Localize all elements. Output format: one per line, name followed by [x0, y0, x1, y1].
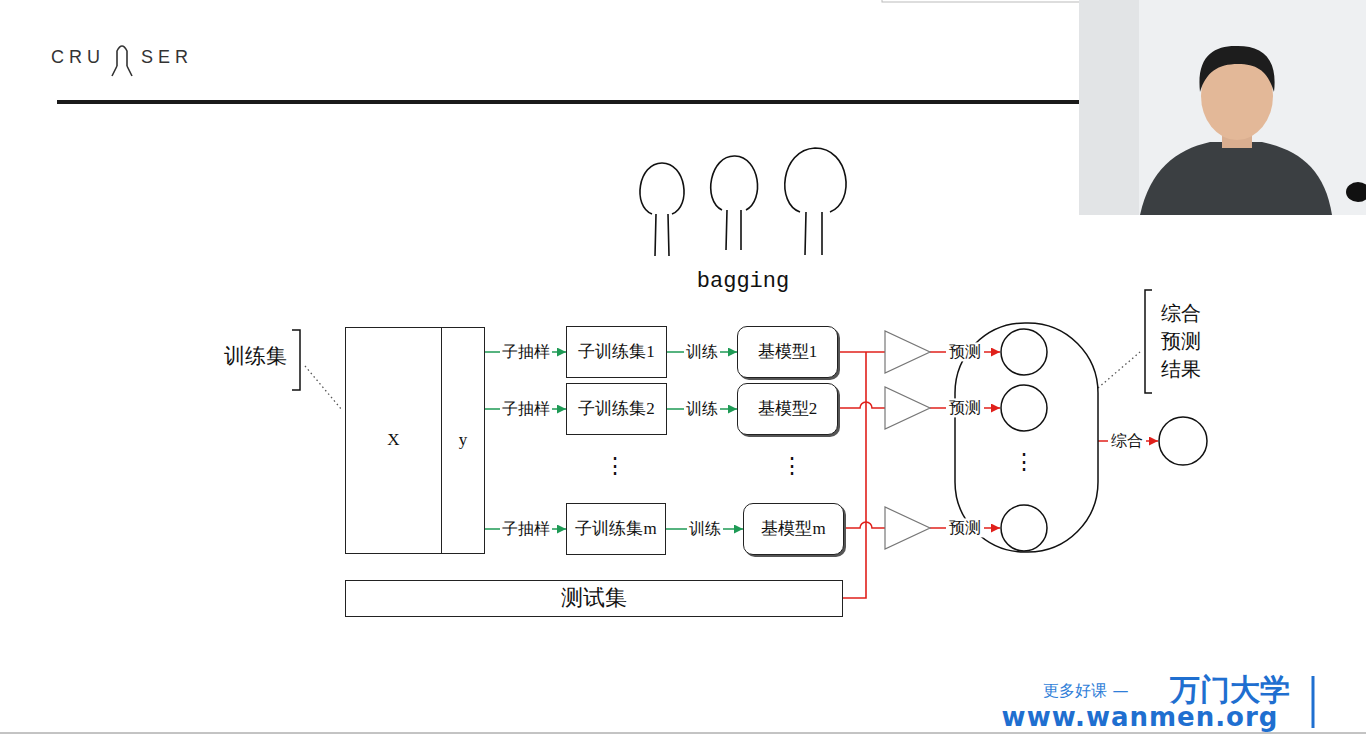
tree-doodles — [640, 148, 846, 256]
box-label: 测试集 — [561, 585, 627, 611]
box-label: 基模型1 — [758, 342, 818, 362]
base-model-box: 基模型m — [743, 503, 844, 555]
bracket-label: 综合预测结果 — [1161, 299, 1202, 383]
watermark: 更多好课 — — [1043, 681, 1128, 700]
matrix-column: y — [441, 328, 484, 553]
training-matrix: Xy — [345, 327, 485, 554]
edge-label: 训练 — [684, 342, 720, 361]
header-rule — [57, 100, 1080, 104]
edge-label: 训练 — [687, 519, 723, 538]
bracket — [292, 330, 300, 390]
box-label: 子训练集2 — [578, 399, 655, 419]
subset-box: 子训练集1 — [566, 326, 667, 378]
title-word: bagging — [697, 269, 789, 295]
bracket — [1145, 290, 1152, 393]
base-model-box: 基模型1 — [737, 326, 838, 378]
ellipsis: ⋮ — [1013, 449, 1035, 475]
bracket-label: 训练集 — [224, 344, 287, 369]
bottom-rule — [0, 733, 1366, 734]
box-label: 子训练集m — [575, 519, 656, 539]
logo-text: CRU — [51, 47, 105, 69]
prediction-wires — [838, 352, 1158, 598]
leader-line — [1098, 352, 1140, 388]
box-label: 基模型m — [761, 519, 825, 539]
column-label: X — [387, 430, 399, 450]
edge-label: 子抽样 — [500, 519, 552, 538]
ellipsis: ⋮ — [604, 453, 626, 479]
ellipsis: ⋮ — [781, 453, 803, 479]
arrow-label: 预测 — [946, 342, 984, 361]
matrix-column: X — [346, 328, 441, 553]
watermark-bar — [1312, 676, 1315, 728]
watermark: www.wanmen.org — [1002, 702, 1279, 733]
leader-line — [305, 366, 342, 410]
logo-icon — [112, 46, 132, 76]
subset-box: 子训练集2 — [566, 383, 667, 435]
edge-label: 子抽样 — [500, 342, 552, 361]
arrow-label: 预测 — [946, 518, 984, 537]
base-model-box: 基模型2 — [737, 383, 838, 435]
webcam-inset — [1079, 0, 1366, 215]
model-triangle — [885, 331, 930, 549]
subset-box: 子训练集m — [566, 503, 666, 555]
box-label: 子训练集1 — [578, 342, 655, 362]
test-set-box: 测试集 — [345, 580, 843, 617]
arrow-label: 预测 — [946, 398, 984, 417]
edge-label: 训练 — [684, 399, 720, 418]
arrow-label: 综合 — [1108, 431, 1146, 450]
column-label: y — [459, 430, 468, 450]
logo-text: SER — [141, 47, 193, 69]
edge-label: 子抽样 — [500, 399, 552, 418]
box-label: 基模型2 — [758, 399, 818, 419]
